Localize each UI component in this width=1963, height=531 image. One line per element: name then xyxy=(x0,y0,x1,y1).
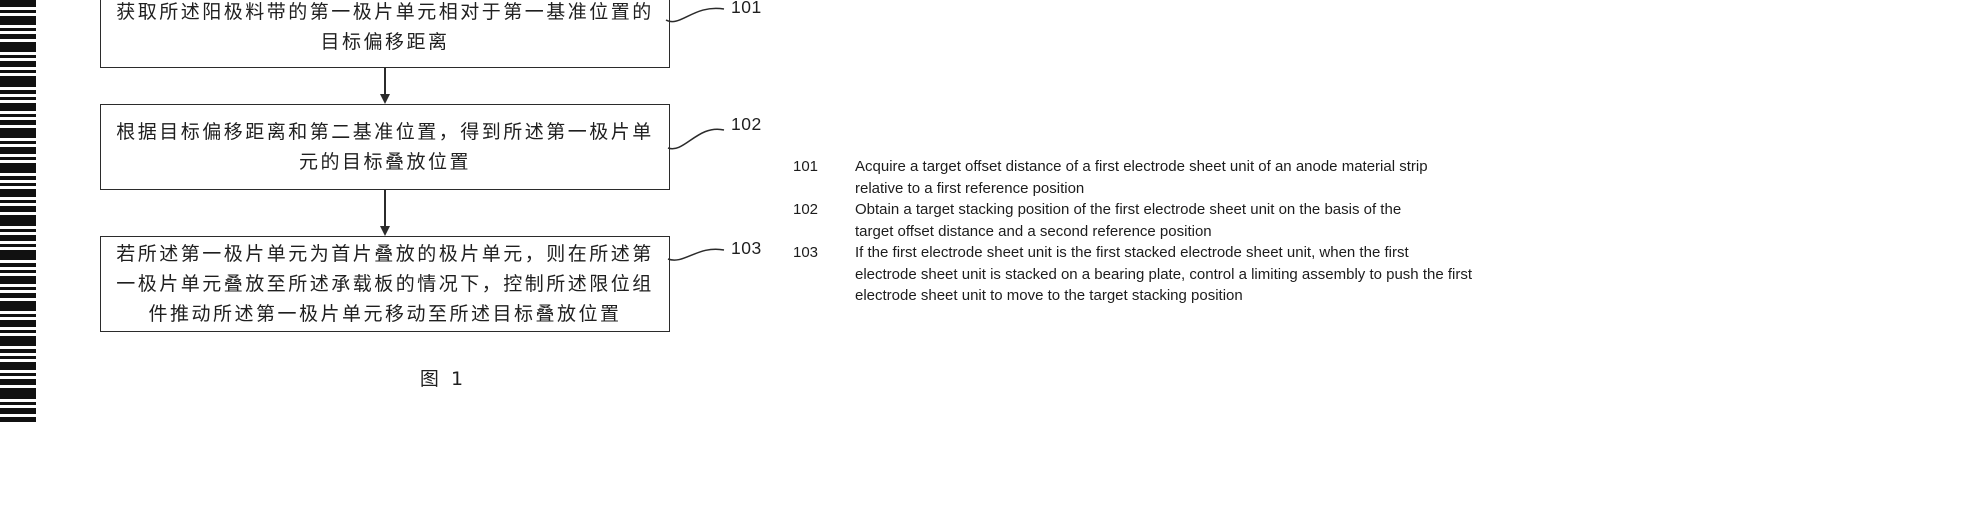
step-ref-103: 103 xyxy=(731,238,762,258)
down-arrow-icon-1 xyxy=(380,68,389,104)
connector-curve-103 xyxy=(667,248,725,261)
connector-curve-102 xyxy=(667,128,725,150)
step-ref-101: 101 xyxy=(731,0,762,17)
translation-text-102: Obtain a target stacking position of the… xyxy=(855,201,1402,240)
translation-text-103: If the first electrode sheet unit is the… xyxy=(855,244,1472,304)
step-ref-102: 102 xyxy=(731,114,762,134)
translation-ref-101: 101 xyxy=(793,158,819,175)
barcode xyxy=(0,0,36,422)
translation-text-101: Acquire a target offset distance of a fi… xyxy=(855,158,1428,197)
flow-step-text-103: 若所述第一极片单元为首片叠放的极片单元，则在所述第 一极片单元叠放至所述承载板的… xyxy=(116,243,654,325)
flow-step-text-101: 获取所述阳极料带的第一极片单元相对于第一基准位置的 目标偏移距离 xyxy=(116,1,654,53)
translation-row-102: 102 Obtain a target stacking position of… xyxy=(793,199,1563,242)
translation-ref-103: 103 xyxy=(793,244,819,261)
flow-step-box-102: 根据目标偏移距离和第二基准位置，得到所述第一极片单 元的目标叠放位置 xyxy=(100,104,670,190)
translation-block: 101 Acquire a target offset distance of … xyxy=(793,156,1563,307)
flow-step-box-101: 获取所述阳极料带的第一极片单元相对于第一基准位置的 目标偏移距离 xyxy=(100,0,670,68)
translation-row-101: 101 Acquire a target offset distance of … xyxy=(793,156,1563,199)
figure-caption: 图 1 xyxy=(419,368,467,390)
connector-curve-101 xyxy=(665,7,725,23)
flow-step-box-103: 若所述第一极片单元为首片叠放的极片单元，则在所述第 一极片单元叠放至所述承载板的… xyxy=(100,236,670,332)
translation-row-103: 103 If the first electrode sheet unit is… xyxy=(793,242,1563,307)
translation-ref-102: 102 xyxy=(793,201,819,218)
down-arrow-icon-2 xyxy=(380,190,389,236)
flow-step-text-102: 根据目标偏移距离和第二基准位置，得到所述第一极片单 元的目标叠放位置 xyxy=(116,121,654,173)
